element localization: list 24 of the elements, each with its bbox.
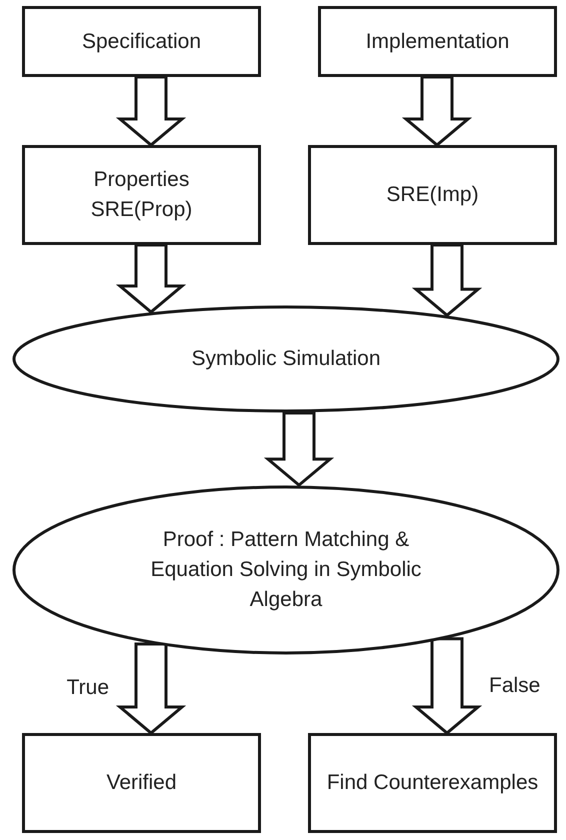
process-ellipse [12, 485, 560, 655]
process-box [22, 145, 261, 245]
block-arrow [412, 244, 482, 318]
block-arrow [116, 76, 186, 147]
block-arrow [116, 244, 186, 314]
process-box [22, 6, 261, 77]
block-arrow [402, 76, 472, 147]
process-box [318, 6, 557, 77]
node-text: Proof : Pattern Matching & Equation Solving in Symbolic Algebra [150, 527, 422, 613]
node-text: SRE(Imp) [385, 182, 480, 208]
node-text: Implementation [364, 28, 510, 54]
block-arrow [116, 642, 186, 735]
block-arrow [412, 637, 482, 735]
node-text: Verified [105, 770, 178, 796]
node-text: Symbolic Simulation [190, 346, 382, 372]
node-text: Properties [92, 167, 190, 193]
process-box [22, 733, 261, 833]
process-box [308, 733, 557, 833]
process-ellipse [12, 305, 560, 413]
block-arrow [264, 411, 334, 488]
node-text: Find Counterexamples [326, 770, 540, 796]
node-text: SRE(Prop) [90, 197, 194, 223]
process-box [308, 145, 557, 245]
node-text: Specification [80, 28, 202, 54]
